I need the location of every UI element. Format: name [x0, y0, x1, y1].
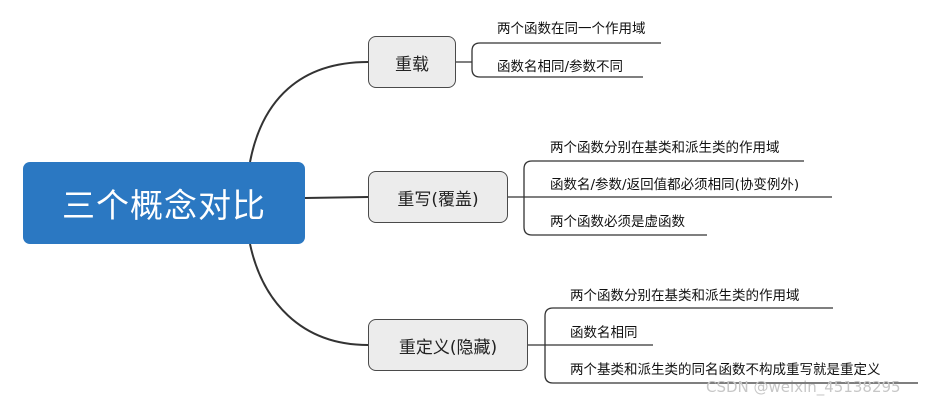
leaf-node[interactable]: 函数名/参数/返回值都必须相同(协变例外) — [550, 177, 800, 193]
branch-node-redefine[interactable]: 重定义(隐藏) — [368, 319, 528, 371]
leaf-node[interactable]: 函数名相同/参数不同 — [497, 59, 624, 75]
leaf-node[interactable]: 两个函数在同一个作用域 — [497, 21, 646, 37]
branch-node-override[interactable]: 重写(覆盖) — [368, 171, 508, 223]
connector-root-overload — [249, 61, 369, 163]
leaf-node[interactable]: 两个函数分别在基类和派生类的作用域 — [570, 288, 800, 304]
root-node-label: 三个概念对比 — [62, 186, 266, 225]
connector-root-redefine — [249, 243, 369, 346]
leaf-node[interactable]: 两个函数分别在基类和派生类的作用域 — [550, 140, 780, 156]
root-node[interactable]: 三个概念对比 — [23, 162, 305, 244]
branch-node-label: 重写(覆盖) — [397, 189, 479, 210]
branch-node-label: 重载 — [395, 54, 429, 75]
leaf-node[interactable]: 函数名相同 — [570, 325, 638, 341]
branch-node-label: 重定义(隐藏) — [398, 337, 498, 358]
branch-node-overload[interactable]: 重载 — [368, 36, 456, 88]
connector-overload-bracket — [456, 42, 481, 78]
leaf-node[interactable]: 两个基类和派生类的同名函数不构成重写就是重定义 — [570, 362, 881, 378]
connector-override-bracket — [508, 160, 533, 236]
watermark: CSDN @weixin_45138295 — [706, 378, 901, 396]
connector-root-override — [304, 196, 369, 199]
leaf-node[interactable]: 两个函数必须是虚函数 — [550, 214, 685, 230]
